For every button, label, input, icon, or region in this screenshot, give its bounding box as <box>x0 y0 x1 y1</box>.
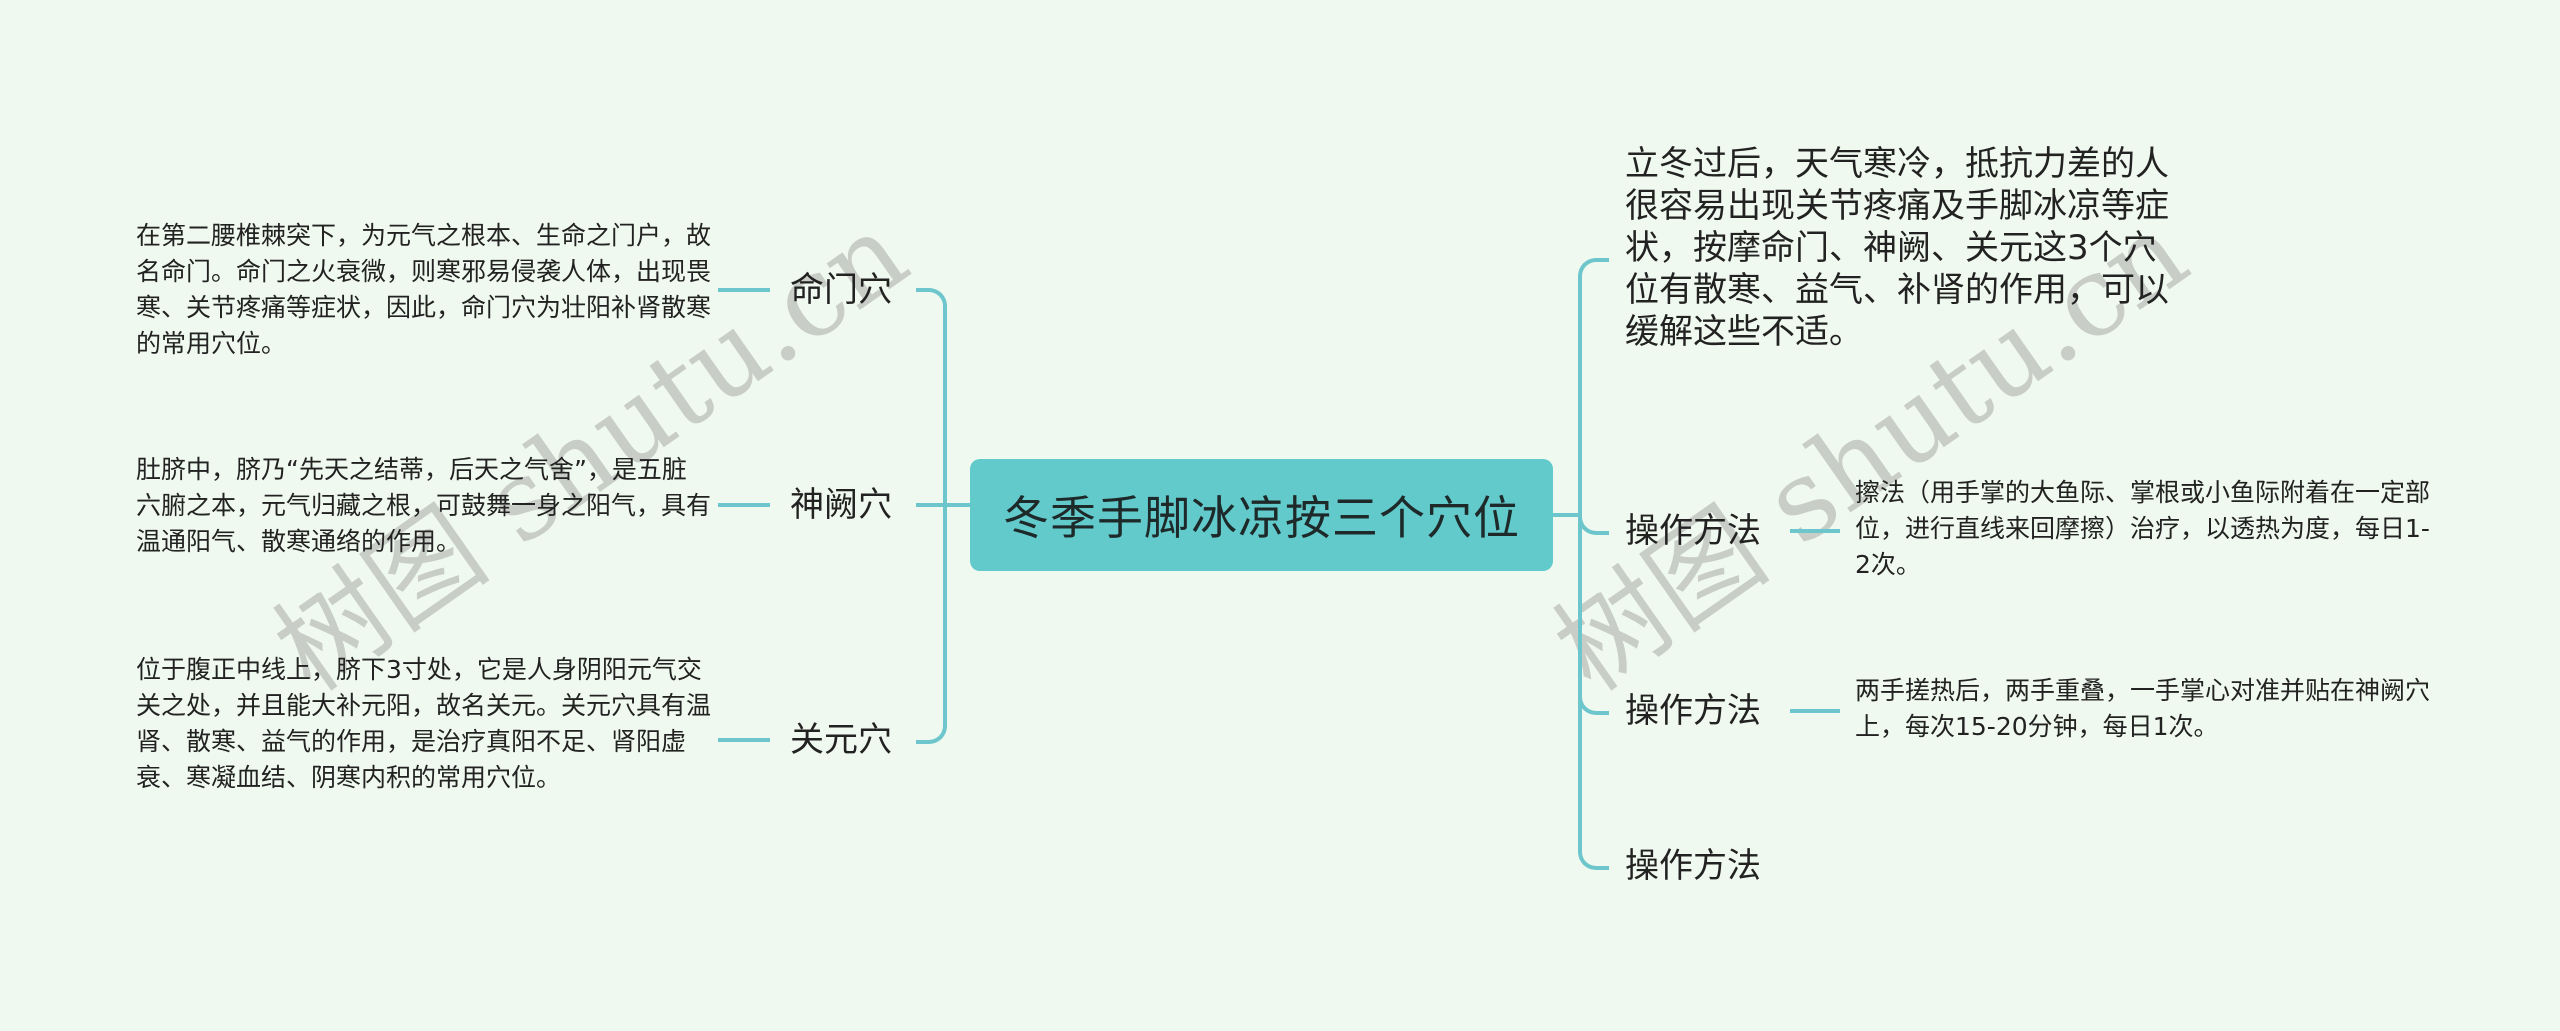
central-topic-title: 冬季手脚冰凉按三个穴位 <box>1003 491 1520 545</box>
node-guanyuan[interactable]: 关元穴 <box>790 720 892 760</box>
right-dash-method-1 <box>1790 529 1840 533</box>
detail-method-1: 擦法（用手掌的大鱼际、掌根或小鱼际附着在一定部位，进行直线来回摩擦）治疗，以透热… <box>1855 478 2431 579</box>
node-method-1[interactable]: 操作方法 <box>1625 511 1761 551</box>
left-connector-shenque <box>916 503 943 507</box>
detail-guanyuan: 位于腹正中线上，脐下3寸处，它是人身阴阳元气交关之处，并且能大补元阳，故名关元。… <box>136 655 712 792</box>
left-dash-guanyuan <box>718 738 770 742</box>
left-bracket-bottom <box>916 720 947 744</box>
detail-mingmen: 在第二腰椎棘突下，为元气之根本、生命之门户，故名命门。命门之火衰微，则寒邪易侵袭… <box>136 221 712 358</box>
right-bracket-op1 <box>1578 511 1609 535</box>
right-trunk-connector <box>1553 513 1580 517</box>
left-dash-shenque <box>718 503 770 507</box>
right-bracket-op2 <box>1578 691 1609 715</box>
node-method-3[interactable]: 操作方法 <box>1625 846 1761 886</box>
detail-method-2: 两手搓热后，两手重叠，一手掌心对准并贴在神阙穴上，每次15-20分钟，每日1次。 <box>1855 676 2431 741</box>
node-shenque[interactable]: 神阙穴 <box>790 485 892 525</box>
left-trunk-connector <box>943 503 970 507</box>
node-mingmen[interactable]: 命门穴 <box>790 270 892 310</box>
intro-text[interactable]: 立冬过后，天气寒冷，抵抗力差的人很容易出现关节疼痛及手脚冰凉等症状，按摩命门、神… <box>1625 144 2169 352</box>
left-bracket-vertical <box>943 306 947 724</box>
detail-shenque: 肚脐中，脐乃“先天之结蒂，后天之气舍”，是五脏六腑之本，元气归藏之根，可鼓舞一身… <box>136 455 712 556</box>
right-bracket-vertical <box>1578 276 1582 848</box>
left-dash-mingmen <box>718 288 770 292</box>
right-bracket-bottom <box>1578 846 1609 870</box>
central-topic[interactable]: 冬季手脚冰凉按三个穴位 <box>970 459 1553 571</box>
right-bracket-top <box>1578 258 1609 282</box>
right-dash-method-2 <box>1790 709 1840 713</box>
node-method-2[interactable]: 操作方法 <box>1625 691 1761 731</box>
left-bracket-top <box>916 288 947 312</box>
